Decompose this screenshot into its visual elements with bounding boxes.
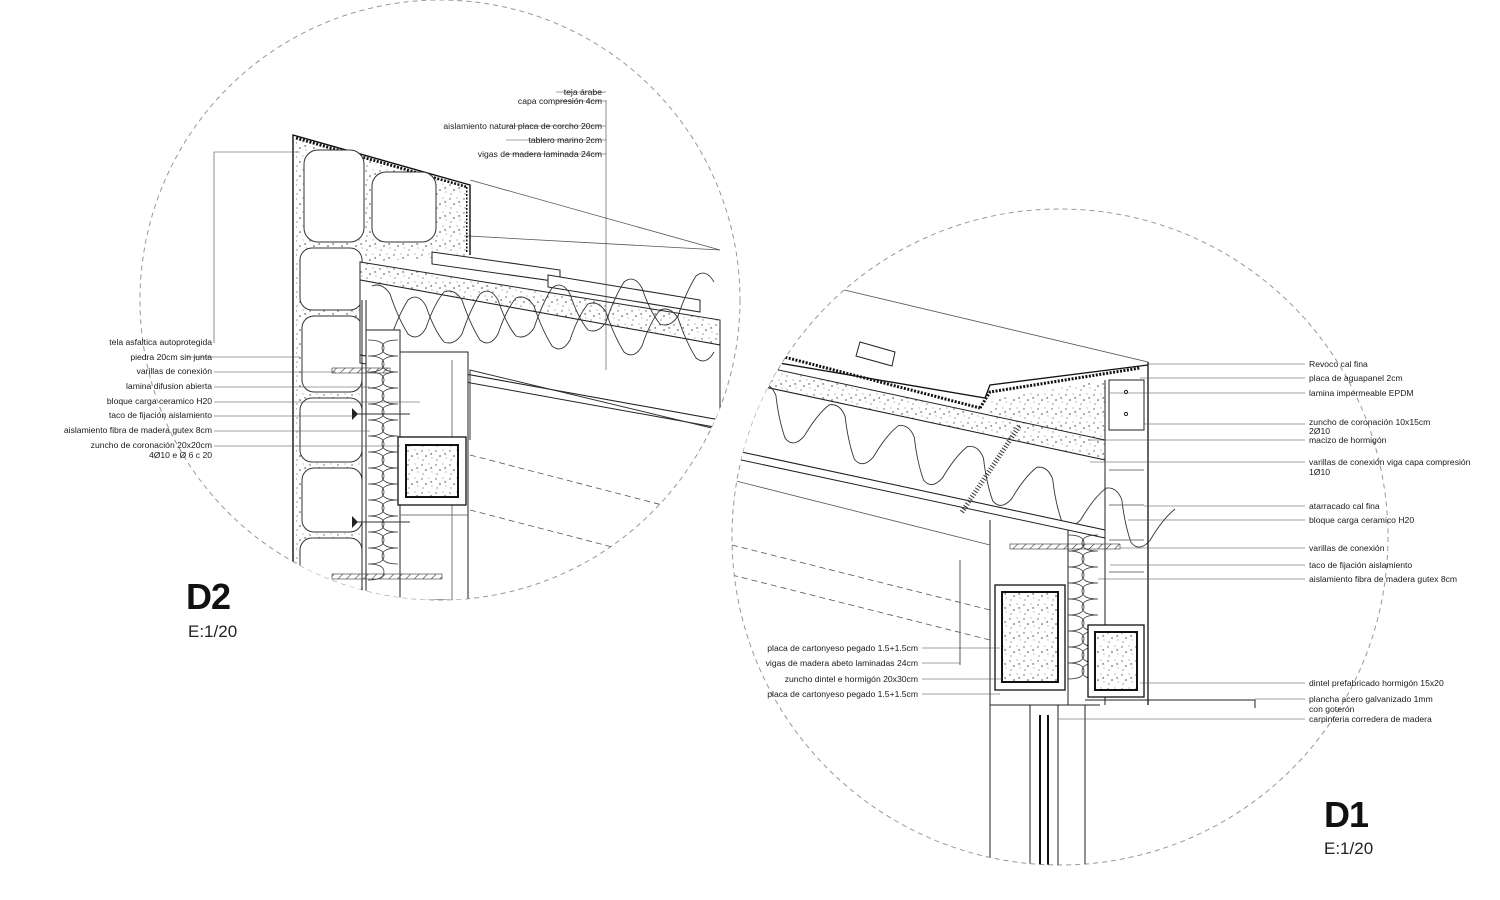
d2-roof-label-teja: teja árabe: [563, 87, 602, 97]
d2-wall-label-zuncho-coronacion: zuncho de coronación 20x20cm: [90, 440, 212, 450]
d2-wall-label-armado: 4Ø10 e Ø 6 c 20: [148, 450, 212, 460]
d2-wall-label-piedra: piedra 20cm sin junta: [130, 352, 212, 362]
detail-d2-title: D2: [186, 576, 231, 617]
d1-label-varillas-viga: varillas de conexión viga capa compresió…: [1309, 457, 1471, 467]
d2-roof-label-tablero-marino: tablero marino 2cm: [528, 135, 602, 145]
d1-label-cartonyeso-1: placa de cartonyeso pegado 1.5+1.5cm: [767, 643, 918, 653]
d2-wall-label-aislamiento-gutex: aislamiento fibra de madera gutex 8cm: [63, 425, 212, 435]
detail-d2-drawing: [139, 0, 741, 601]
d2-wall-label-bloque-ceramico: bloque carga ceramico H20: [106, 396, 212, 406]
d1-label-dintel: dintel prefabricado hormigón 15x20: [1309, 678, 1444, 688]
detail-d1-boundary-circle: [731, 208, 1389, 866]
d2-roof-label-aislamiento-corcho: aislamiento natural placa de corcho 20cm: [443, 121, 602, 131]
detail-d2-scale: E:1/20: [188, 622, 238, 641]
d1-label-revoco: Revoco cal fina: [1309, 359, 1368, 369]
d1-label-macizo: macizo de hormigón: [1309, 435, 1387, 445]
d1-label-plancha-acero: plancha acero galvanizado 1mm: [1309, 694, 1433, 704]
d1-label-vigas-abeto: vigas de madera abeto laminadas 24cm: [765, 658, 918, 668]
d1-label-zuncho: zuncho de coronación 10x15cm: [1309, 417, 1431, 427]
d1-label-zuncho-dintel: zuncho dintel e hormigón 20x30cm: [784, 674, 918, 684]
d1-label-taco-fijacion: taco de fijación aislamiento: [1309, 560, 1413, 570]
d1-label-bloque-ceramico: bloque carga ceramico H20: [1309, 515, 1415, 525]
d2-wall-label-taco-fijacion: taco de fijación aislamiento: [108, 410, 212, 420]
d1-label-epdm: lamina impermeable EPDM: [1309, 388, 1414, 398]
d2-wall-label-varillas: varillas de conexión: [136, 366, 212, 376]
detail-d1-scale: E:1/20: [1324, 839, 1374, 858]
d1-label-carpinteria: carpinteria corredera de madera: [1309, 714, 1432, 724]
detail-d1-title: D1: [1324, 794, 1369, 835]
d1-label-aislamiento-gutex: aislamiento fibra de madera gutex 8cm: [1309, 574, 1458, 584]
d2-wall-label-tela-asfaltica: tela asfaltica autoprotegida: [109, 337, 212, 347]
d1-label-varillas-conexion: varillas de conexión: [1309, 543, 1385, 553]
d1-label-zuncho-armado: 2Ø10: [1309, 426, 1331, 436]
d1-label-aguapanel: placa de aguapanel 2cm: [1309, 373, 1403, 383]
d1-label-varillas-viga-armado: 1Ø10: [1309, 467, 1331, 477]
d2-wall-label-lamina-difusion: lamina difusion abierta: [126, 381, 212, 391]
d2-roof-label-vigas-madera: vigas de madera laminada 24cm: [477, 149, 602, 159]
d1-label-goteron: con goterón: [1309, 704, 1355, 714]
d2-roof-label-capa-compresion: capa compresión 4cm: [517, 96, 602, 106]
d1-label-cartonyeso-2: placa de cartonyeso pegado 1.5+1.5cm: [767, 689, 918, 699]
d1-label-atarracado: atarracado cal fina: [1309, 501, 1380, 511]
detail-d1-drawing: [731, 208, 1389, 866]
